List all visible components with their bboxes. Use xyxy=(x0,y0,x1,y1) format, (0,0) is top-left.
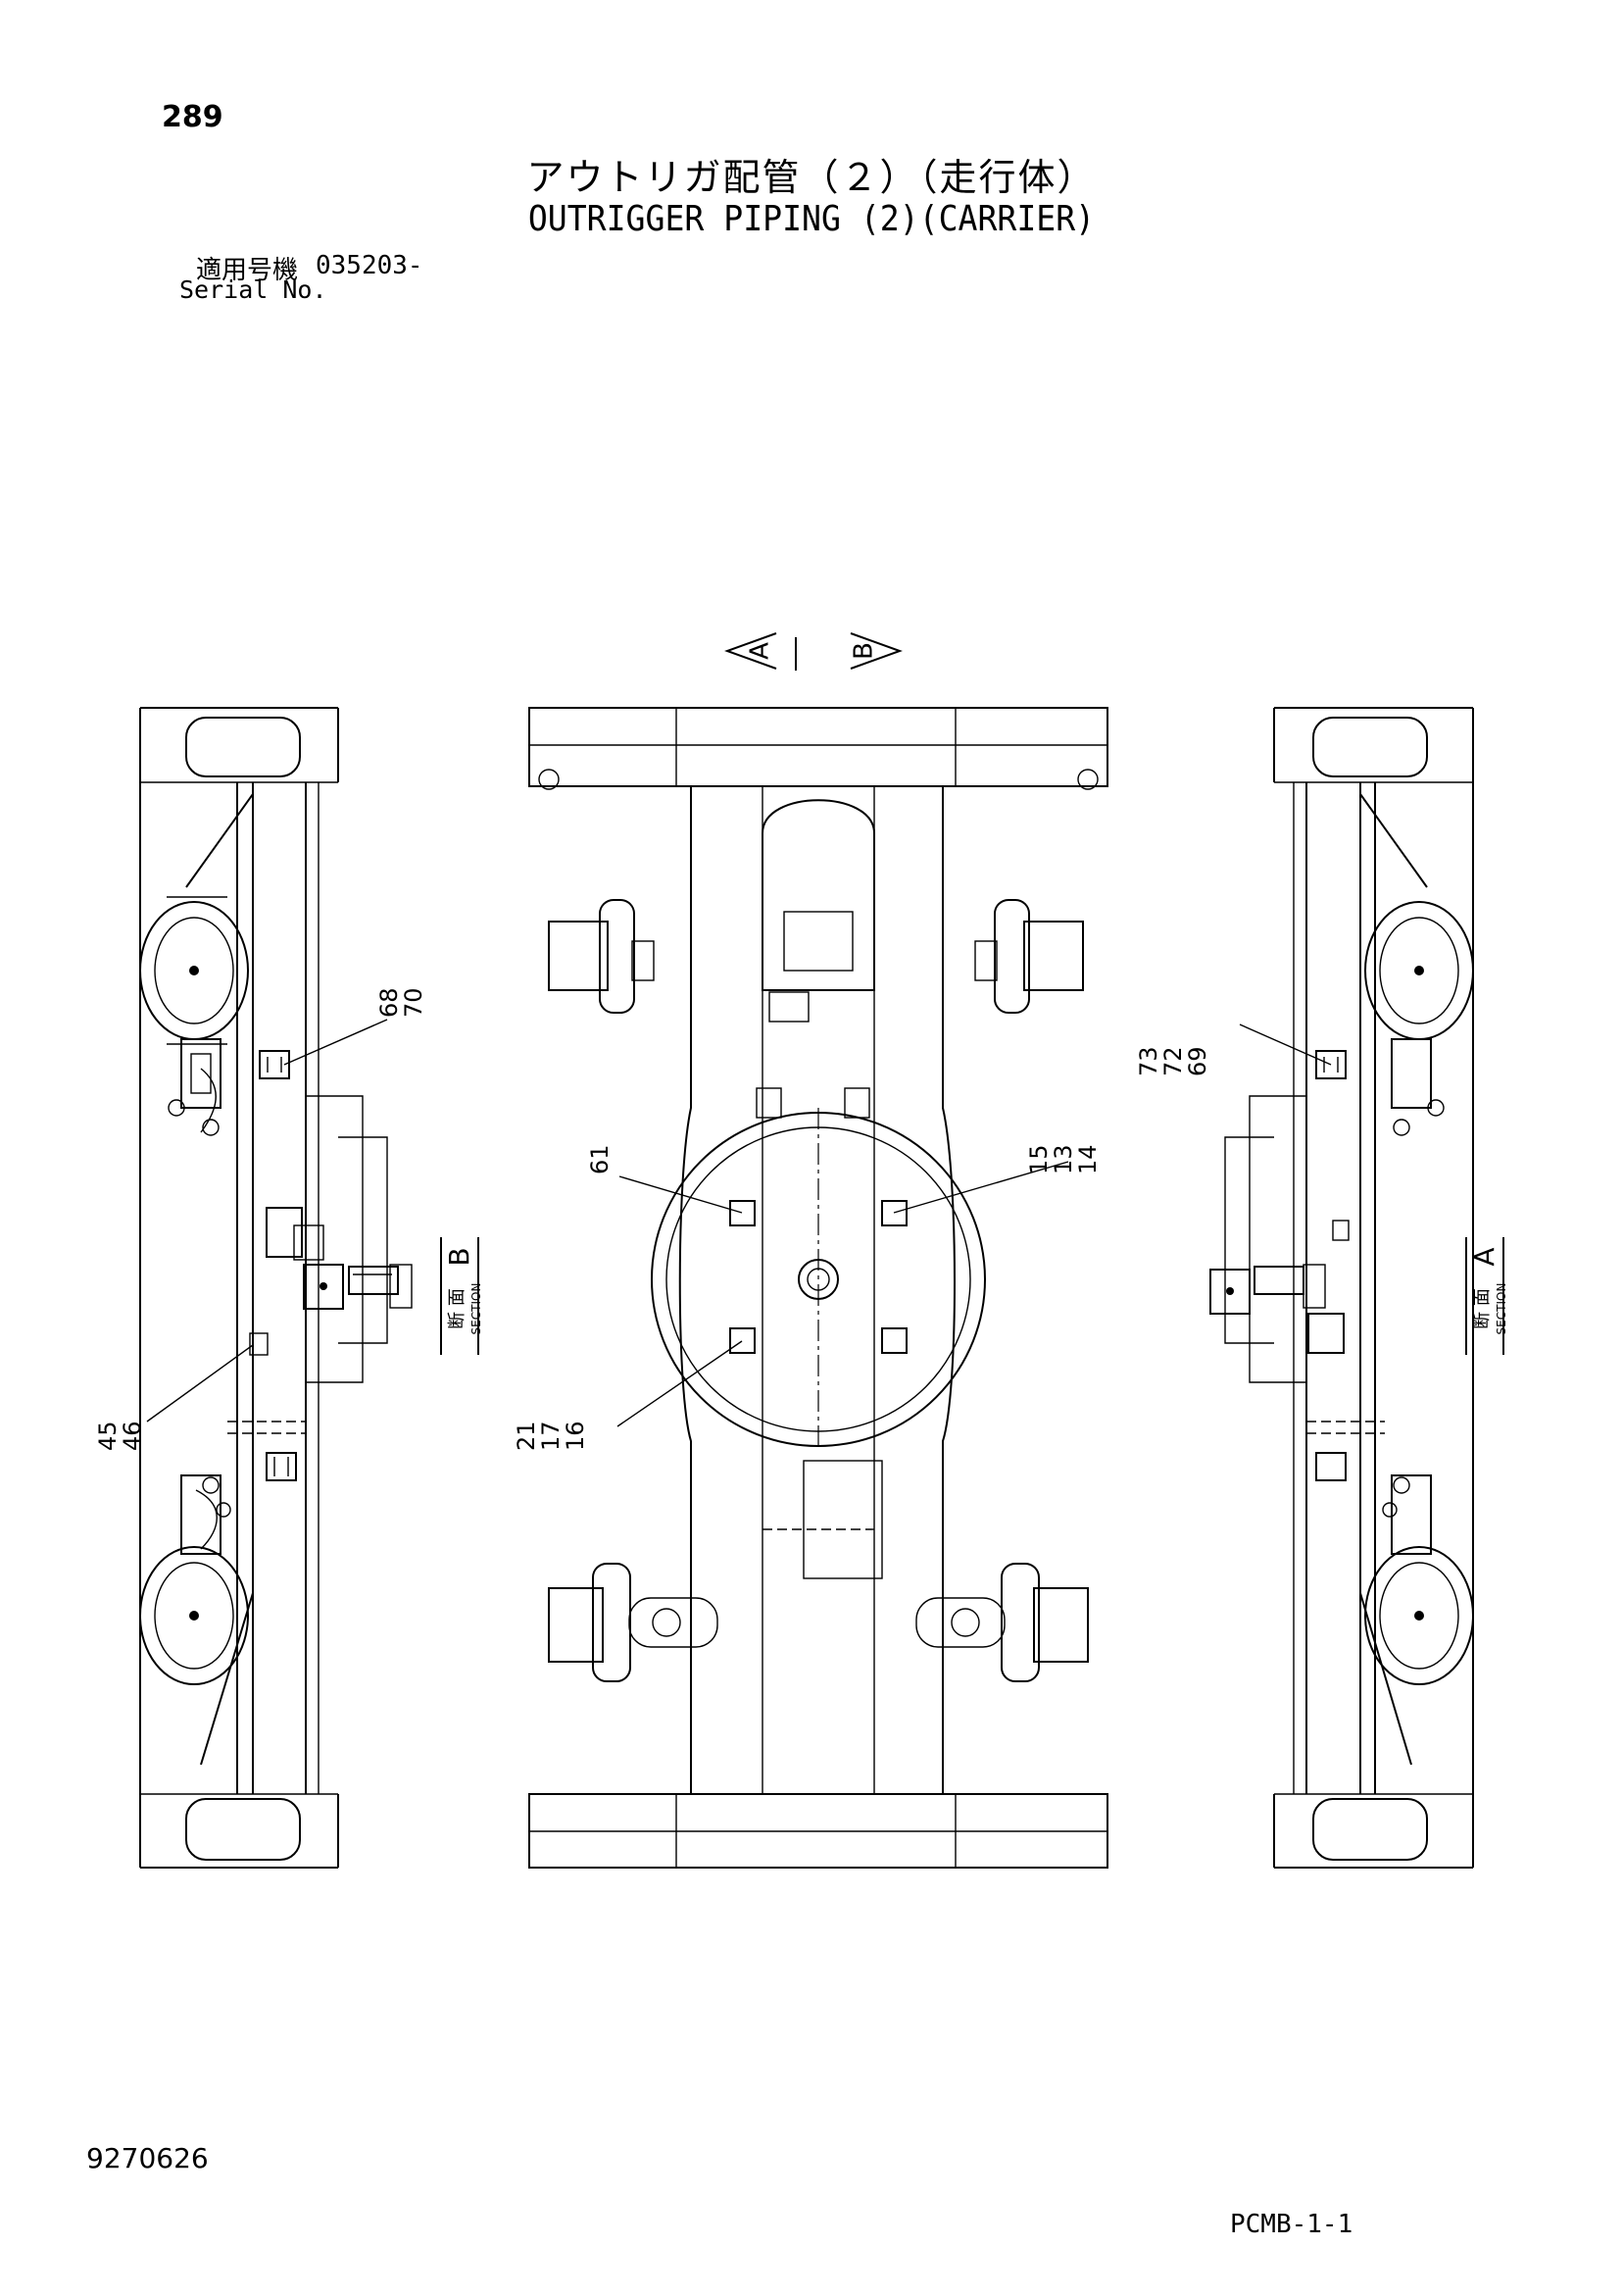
callout-73: 73 xyxy=(1135,1046,1162,1076)
sheet-code: PCMB-1-1 xyxy=(1230,2210,1353,2239)
page-number: 289 xyxy=(162,100,223,134)
callout-16: 16 xyxy=(562,1421,589,1451)
left-fitting-45-46 xyxy=(249,1332,269,1356)
callout-21: 21 xyxy=(513,1421,540,1451)
callout-13: 13 xyxy=(1050,1144,1077,1174)
serial-number-value: 035203- xyxy=(316,251,423,280)
left-upper-motor xyxy=(168,1038,221,1136)
callout-center-upper-left: 61 xyxy=(586,1144,614,1174)
callout-68: 68 xyxy=(375,987,403,1018)
callout-70: 70 xyxy=(400,987,427,1018)
center-upper-axle xyxy=(548,899,1084,1014)
right-block-lower xyxy=(1315,1452,1347,1481)
center-fitting-61 xyxy=(729,1200,756,1226)
center-fitting-14 xyxy=(881,1327,908,1354)
section-tag-right-kanji: 断 面 xyxy=(1472,1288,1493,1329)
callout-17: 17 xyxy=(537,1421,565,1451)
right-block-69-73 xyxy=(1315,1050,1347,1079)
view-marker-a: A xyxy=(724,632,797,671)
callout-left-upper: 68 70 xyxy=(375,987,427,1018)
center-fitting-15 xyxy=(881,1200,908,1226)
section-tag-left: B 断 面 SECTION xyxy=(440,1237,483,1355)
view-marker-b-letter: B xyxy=(850,642,879,660)
callout-right-upper: 73 72 69 xyxy=(1135,1046,1211,1076)
title-english: OUTRIGGER PIPING (2)(CARRIER) xyxy=(527,199,1096,239)
left-block-lower xyxy=(266,1452,297,1481)
left-side-view xyxy=(139,707,413,1869)
center-top-view xyxy=(528,707,1108,1869)
section-tag-right: A 断 面 SECTION xyxy=(1465,1237,1508,1355)
title-japanese: アウトリガ配管（２）（走行体） xyxy=(526,156,1097,199)
callout-15: 15 xyxy=(1025,1144,1053,1174)
serial-label-english: Serial No. xyxy=(179,275,327,304)
right-lower-wheel xyxy=(1364,1546,1474,1685)
callout-45: 45 xyxy=(94,1421,122,1451)
left-upper-wheel xyxy=(139,896,249,1045)
left-block-68-70 xyxy=(259,1050,290,1079)
document-number: 9270626 xyxy=(86,2142,209,2174)
leader-lines xyxy=(146,1019,1332,1427)
right-upper-wheel xyxy=(1364,901,1474,1040)
view-marker-a-letter: A xyxy=(746,642,775,660)
callout-14: 14 xyxy=(1074,1144,1102,1174)
right-valve-assembly xyxy=(1209,1264,1345,1354)
left-lower-wheel xyxy=(139,1546,249,1685)
left-lower-motor xyxy=(180,1474,231,1555)
section-tag-left-kanji: 断 面 xyxy=(447,1288,467,1329)
callout-center-upper-right: 15 13 14 xyxy=(1025,1144,1102,1174)
left-valve-assembly xyxy=(266,1207,413,1310)
center-fitting-16 xyxy=(729,1327,756,1354)
right-side-view xyxy=(1209,707,1474,1869)
callout-72: 72 xyxy=(1159,1046,1187,1076)
right-lower-motor xyxy=(1382,1474,1432,1555)
section-tag-right-letter: A xyxy=(1468,1247,1500,1266)
callout-69: 69 xyxy=(1184,1046,1211,1076)
callout-61: 61 xyxy=(586,1144,614,1174)
callout-46: 46 xyxy=(119,1421,146,1451)
center-lower-axle xyxy=(548,1563,1089,1682)
callout-center-lower: 21 17 16 xyxy=(513,1421,589,1451)
serial-label-japanese: 適用号機 xyxy=(196,256,299,285)
right-upper-motor xyxy=(1391,1038,1445,1136)
callout-left-lower: 45 46 xyxy=(94,1421,146,1451)
section-tag-left-letter: B xyxy=(443,1247,475,1266)
view-marker-b: B xyxy=(850,632,903,670)
section-tag-left-word: SECTION xyxy=(469,1283,483,1335)
section-tag-right-word: SECTION xyxy=(1495,1283,1508,1335)
